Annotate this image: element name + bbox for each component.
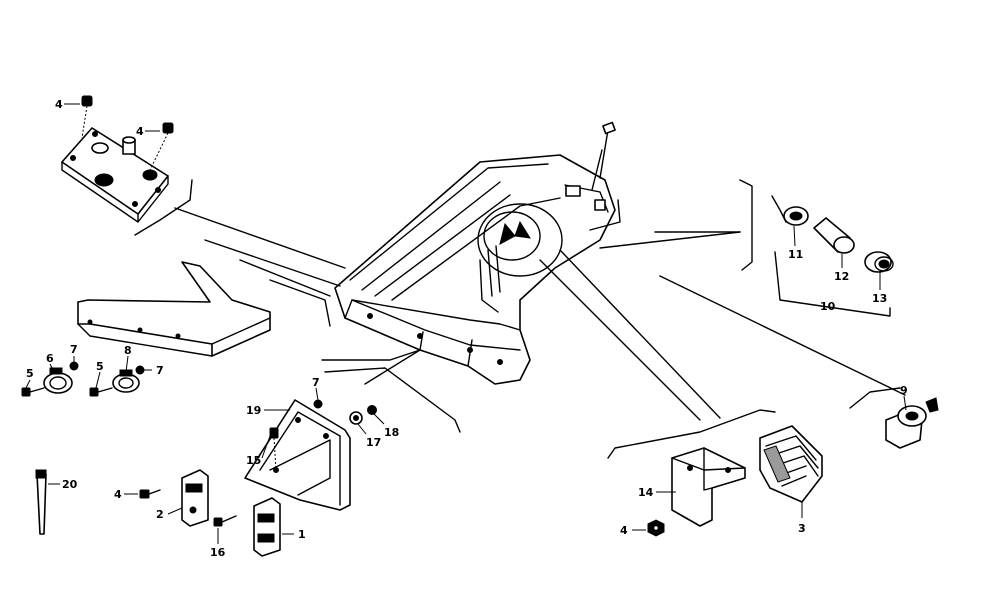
screw-15 (269, 427, 279, 471)
nut-7-bracket (313, 399, 323, 409)
callout-4-top-left: 4 (55, 98, 63, 111)
socket-11 (771, 195, 809, 226)
callout-7-mid: 7 (156, 364, 164, 377)
callout-4-top-mid: 4 (136, 125, 144, 138)
callout-15: 15 (246, 454, 261, 467)
callout-5-left: 5 (26, 367, 34, 380)
chevron-trim (77, 261, 271, 357)
callout-7-left: 7 (70, 343, 78, 356)
callout-17: 17 (366, 436, 381, 449)
socket-9 (885, 397, 939, 449)
screw-4-lower-left (139, 489, 161, 499)
callout-14: 14 (638, 486, 654, 499)
screw-5-mid (89, 387, 113, 397)
rubber-block-2 (181, 469, 209, 527)
callout-4-lower-right: 4 (620, 524, 628, 537)
assembly-lines (134, 149, 906, 459)
rubber-block-1 (253, 497, 281, 557)
callout-12: 12 (834, 270, 849, 283)
main-housing (334, 121, 621, 385)
callout-2: 2 (156, 508, 164, 521)
callout-1: 1 (298, 528, 306, 541)
bracket-14 (671, 447, 746, 527)
washer-17 (349, 411, 363, 425)
callout-19: 19 (246, 404, 261, 417)
callout-6: 6 (46, 352, 54, 365)
callout-16: 16 (210, 546, 226, 559)
leader-lines (25, 103, 907, 544)
callout-7-bracket: 7 (312, 376, 320, 389)
regulator-3 (759, 425, 823, 503)
callout-5-mid: 5 (96, 360, 104, 373)
cover-plate (61, 127, 169, 223)
callout-8: 8 (124, 344, 132, 357)
cable-tie-20 (35, 469, 47, 535)
clamp-6 (43, 367, 73, 394)
nut-7-left (69, 361, 79, 371)
screw-4-top-mid (149, 122, 174, 171)
callout-3: 3 (798, 522, 806, 535)
callout-11: 11 (788, 248, 803, 261)
nut-18 (367, 405, 377, 415)
callout-18: 18 (384, 426, 399, 439)
screw-5-left (21, 387, 45, 397)
callout-10: 10 (820, 300, 836, 313)
callout-9: 9 (900, 384, 908, 397)
clamp-8 (112, 369, 140, 393)
callouts: 4 4 5 6 7 5 8 7 7 19 15 17 18 20 4 2 16 … (26, 98, 908, 559)
nut-4-lower-right (647, 519, 665, 537)
bracket-19 (244, 399, 351, 511)
sleeve-12 (813, 217, 855, 254)
nut-7-mid (135, 365, 145, 375)
screw-16 (213, 515, 237, 527)
callout-20: 20 (62, 478, 78, 491)
cap-13 (864, 251, 894, 273)
screw-4-top-left (81, 95, 93, 139)
callout-13: 13 (872, 292, 887, 305)
callout-4-lower-left: 4 (114, 488, 122, 501)
